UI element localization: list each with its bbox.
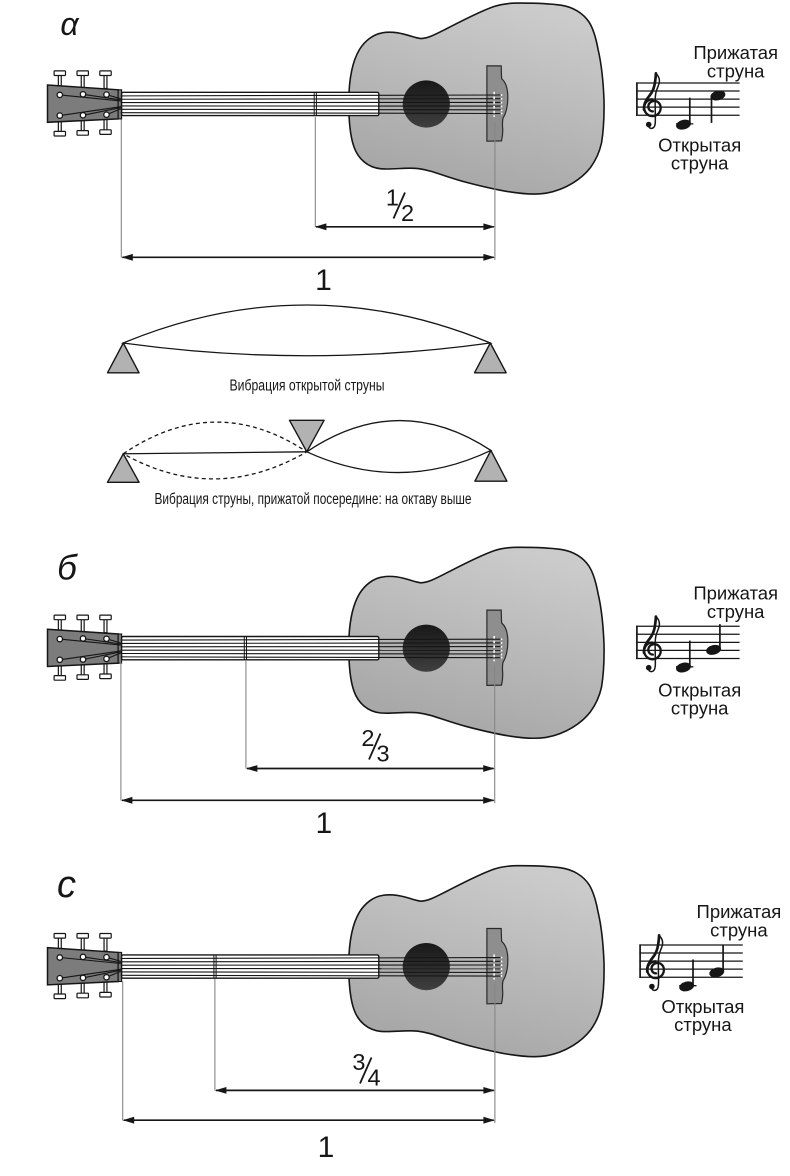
svg-text:α: α [60, 6, 79, 42]
svg-text:Прижатая: Прижатая [697, 901, 782, 922]
svg-text:струна: струна [707, 61, 765, 82]
svg-text:Вибрация открытой струны: Вибрация открытой струны [230, 378, 385, 395]
svg-text:4: 4 [368, 1064, 381, 1090]
svg-text:Открытая: Открытая [658, 134, 741, 155]
svg-text:струна: струна [671, 698, 729, 719]
svg-text:струна: струна [674, 1014, 732, 1035]
svg-text:струна: струна [671, 152, 729, 173]
svg-text:струна: струна [707, 601, 765, 622]
svg-text:2: 2 [361, 725, 374, 751]
svg-text:Открытая: Открытая [658, 680, 741, 701]
svg-text:Открытая: Открытая [661, 996, 744, 1017]
svg-text:1: 1 [315, 264, 332, 297]
svg-text:3: 3 [352, 1049, 365, 1075]
svg-text:с: с [57, 864, 76, 906]
svg-text:3: 3 [377, 740, 390, 766]
svg-text:струна: струна [710, 920, 768, 941]
svg-text:1: 1 [318, 1131, 335, 1164]
svg-text:2: 2 [401, 200, 414, 226]
svg-text:Вибрация струны, прижатой посе: Вибрация струны, прижатой посередине: на… [155, 491, 472, 508]
svg-text:б: б [57, 549, 78, 588]
svg-text:Прижатая: Прижатая [693, 42, 778, 63]
svg-text:1: 1 [315, 807, 332, 840]
svg-text:Прижатая: Прижатая [693, 583, 778, 604]
svg-text:1: 1 [386, 185, 399, 211]
